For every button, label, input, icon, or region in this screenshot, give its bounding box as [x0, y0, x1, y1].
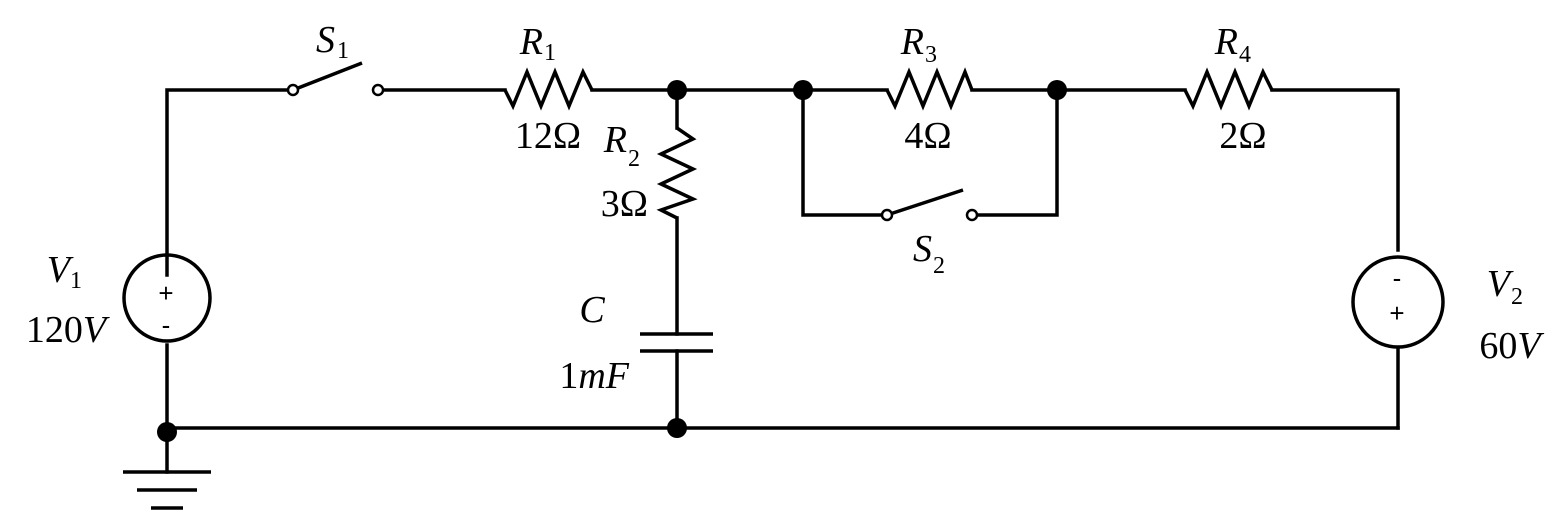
voltage-source-v2-value: 60V — [1479, 325, 1544, 367]
resistor-r3-label: R — [900, 21, 924, 63]
resistor-r1-value: 12Ω — [515, 115, 581, 157]
voltage-source-v2-minus-sign: - — [1393, 263, 1402, 293]
switch-s2-label: S — [913, 228, 932, 270]
capacitor-c-value-number: 1 — [559, 355, 578, 397]
resistor-r1: R 1 12Ω — [503, 21, 594, 157]
switch-s1-terminal — [371, 83, 385, 97]
junction-node — [793, 80, 813, 100]
junction-node — [667, 418, 687, 438]
voltage-source-v1-plus-sign: + — [158, 278, 173, 308]
resistor-r2-subscript: 2 — [628, 146, 640, 172]
switch-s2: S 2 — [880, 188, 979, 279]
resistor-r3-zigzag — [885, 67, 974, 111]
junction-node — [667, 80, 687, 100]
voltage-source-v1: + - V 1 120V — [26, 249, 212, 351]
wires — [165, 88, 1400, 474]
resistor-r3: R 3 4Ω — [885, 21, 974, 157]
capacitor-c-value: 1mF — [559, 355, 629, 397]
switch-s1-blade — [292, 61, 363, 92]
voltage-source-v2-label: V — [1487, 263, 1514, 305]
resistor-r3-subscript: 3 — [925, 42, 937, 68]
resistor-r4-label: R — [1214, 21, 1238, 63]
switch-s2-subscript: 2 — [933, 253, 945, 279]
ground-symbol — [123, 470, 211, 510]
voltage-source-v2-plus-sign: + — [1389, 298, 1404, 328]
resistor-r2-label: R — [603, 119, 627, 161]
voltage-source-v1-subscript: 1 — [70, 268, 82, 294]
resistor-r4-subscript: 4 — [1239, 42, 1251, 68]
resistor-r2-value: 3Ω — [601, 183, 648, 225]
resistor-r4: R 4 2Ω — [1183, 21, 1274, 157]
switch-s2-blade — [886, 188, 964, 217]
wire-s2-left — [801, 88, 889, 217]
switch-s2-terminal — [880, 208, 894, 222]
resistor-r2-zigzag — [656, 126, 698, 220]
wire-left-top — [165, 88, 295, 277]
voltage-source-v1-value: 120V — [26, 309, 110, 351]
resistor-r2: R 2 3Ω — [601, 119, 698, 225]
voltage-source-v2-value-number: 60 — [1479, 325, 1517, 367]
resistor-r1-label: R — [519, 21, 543, 63]
voltage-source-v1-value-number: 120 — [26, 309, 83, 351]
wire-s2-right — [970, 88, 1059, 217]
resistor-r1-zigzag — [503, 67, 594, 111]
voltage-source-v2: - + V 2 60V — [1351, 255, 1544, 367]
wire-right-top — [1270, 88, 1400, 252]
switch-s1-subscript: 1 — [337, 38, 349, 64]
voltage-source-v2-body — [1351, 255, 1445, 349]
voltage-source-v2-subscript: 2 — [1511, 284, 1523, 310]
switch-s1-terminal — [286, 83, 300, 97]
voltage-source-v1-label: V — [47, 249, 74, 291]
junction-node — [1047, 80, 1067, 100]
voltage-source-v2-value-unit: V — [1517, 325, 1544, 367]
capacitor-c-value-unit: mF — [578, 355, 629, 397]
resistor-r4-zigzag — [1183, 67, 1274, 111]
voltage-source-v1-value-unit: V — [83, 309, 110, 351]
resistor-r4-value: 2Ω — [1219, 115, 1266, 157]
switch-s2-terminal — [965, 208, 979, 222]
capacitor-c-label: C — [579, 289, 605, 331]
capacitor-c: C 1mF — [559, 289, 713, 397]
resistor-r1-subscript: 1 — [544, 40, 556, 66]
voltage-source-v1-minus-sign: - — [162, 310, 171, 340]
voltage-source-v1-body — [122, 253, 212, 343]
resistor-r3-value: 4Ω — [904, 115, 951, 157]
switch-s1: S 1 — [286, 19, 385, 97]
junction-nodes — [157, 80, 1067, 442]
junction-node — [157, 422, 177, 442]
switch-s1-label: S — [316, 19, 335, 61]
